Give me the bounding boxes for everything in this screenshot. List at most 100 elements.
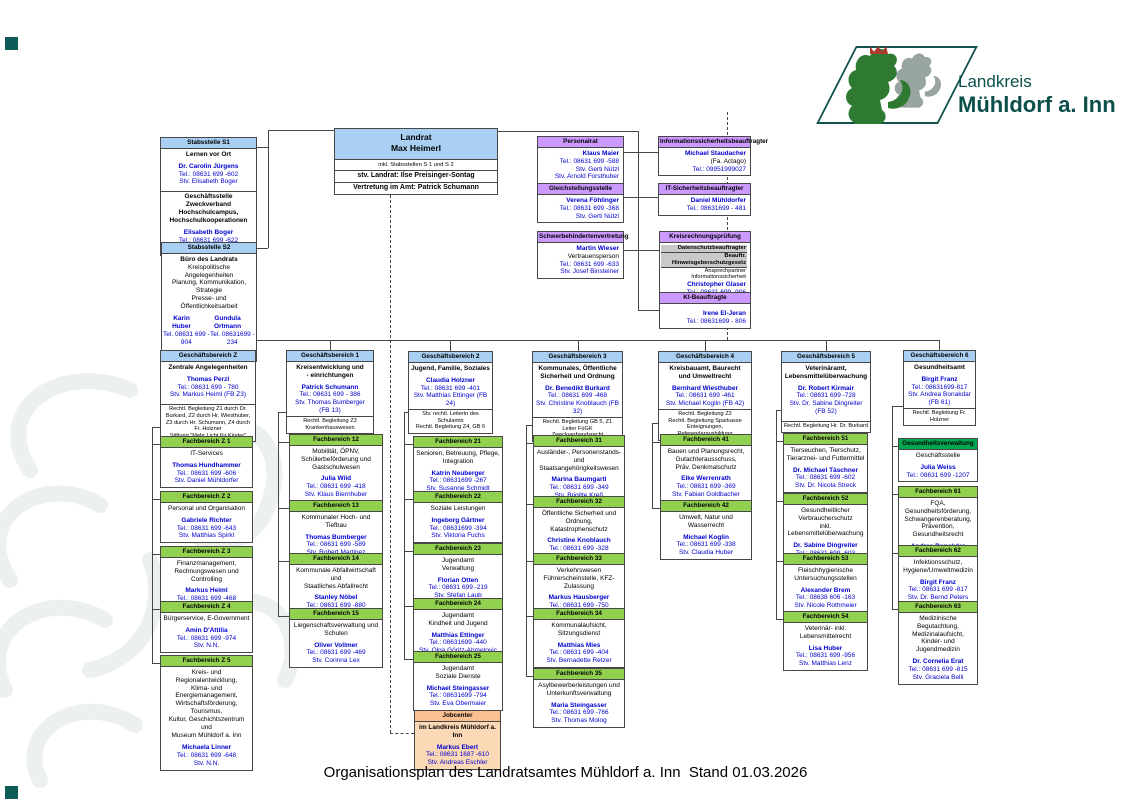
connector-line bbox=[278, 442, 289, 443]
connector-line bbox=[404, 659, 413, 660]
box-line: Schülerbeförderung und bbox=[301, 455, 371, 463]
box-line: Gastschulwesen bbox=[312, 463, 360, 471]
spacer bbox=[162, 186, 255, 190]
box-subtitle: Max Heimerl bbox=[390, 143, 442, 154]
box-line: Markus Ebert bbox=[436, 743, 479, 751]
divider bbox=[903, 408, 976, 410]
spacer bbox=[783, 416, 869, 420]
box-body: Ausländer-, Personenstands-und Staatsang… bbox=[534, 447, 624, 503]
box-line: Daniel Mühldorfer bbox=[690, 196, 746, 204]
divider bbox=[658, 409, 752, 411]
box-line: Tel.: 08631699 -794 bbox=[429, 692, 487, 700]
box-title: Fachbereich 63 bbox=[915, 603, 961, 610]
box-line: Dr. Sabine Dingreiter bbox=[793, 542, 858, 550]
box-line: Stv. Bernadette Retzer bbox=[546, 657, 612, 665]
box-title: Landrat bbox=[400, 132, 432, 142]
box-header: Jobcenter bbox=[415, 711, 500, 722]
box-line: Rechtl. Begleitung Fr. Holzner bbox=[912, 410, 967, 423]
box-title: Fachbereich 12 bbox=[313, 436, 359, 443]
box-line: Elke Werrenrath bbox=[681, 475, 731, 483]
box-header: Fachbereich 53 bbox=[784, 554, 867, 565]
connector-line bbox=[638, 131, 639, 310]
box-title: KI-Beauftragte bbox=[683, 294, 727, 301]
box-line-text: Tel. 08631699 - 234 bbox=[209, 330, 255, 346]
box-line: Veterinäramt, bbox=[805, 364, 847, 372]
box-header: Fachbereich 35 bbox=[534, 669, 624, 680]
box-header: Fachbereich 33 bbox=[534, 554, 624, 565]
box-line: Tel.: 08631699-817 bbox=[911, 383, 968, 391]
box-header: Fachbereich Z 1 bbox=[161, 437, 252, 448]
box-line: Leiter FüGK bbox=[562, 425, 593, 432]
box-line: Tel.: 08638 606 -163 bbox=[795, 594, 856, 602]
box-line: Jugendamt bbox=[441, 556, 475, 564]
box-line: Tel.: 08631 699 - 386 bbox=[299, 391, 361, 399]
connector-line bbox=[727, 112, 728, 340]
box-line: Rechtl. Begleitung Z2 bbox=[678, 411, 732, 418]
box-line: Mobilität, ÖPNV, bbox=[312, 447, 360, 455]
box-header: Fachbereich 54 bbox=[784, 612, 867, 623]
box-line: Birgit Franz bbox=[921, 375, 958, 383]
box-line: Tel.: 08631 699 -461 bbox=[675, 392, 735, 400]
box-header: Fachbereich 34 bbox=[534, 609, 624, 620]
divider bbox=[160, 191, 257, 193]
connector-line bbox=[257, 248, 268, 249]
box-line: Markus Hausberger bbox=[548, 594, 610, 602]
box-title: Gleichstellungsstelle bbox=[549, 185, 612, 192]
box-title: Fachbereich Z 2 bbox=[182, 493, 231, 500]
org-box-fb12: Fachbereich 12 Mobilität, ÖPNV,Schülerbef… bbox=[289, 434, 383, 503]
lion-crest-icon bbox=[846, 46, 942, 124]
box-line: Untersuchungsstellen bbox=[794, 574, 857, 582]
box-line: Katrin Neuberger bbox=[431, 469, 485, 477]
box-line: Stv. N.N. bbox=[193, 759, 220, 767]
box-header: Fachbereich 51 bbox=[784, 434, 867, 445]
box-title: Fachbereich 31 bbox=[556, 437, 602, 444]
box-line: Tel.: 08631 699 -633 bbox=[559, 260, 619, 268]
box-line: Klima- und Energiemanagement, bbox=[175, 684, 238, 700]
box-line: Schwangerenberatung, Prävention, bbox=[904, 515, 972, 531]
box-line: Verwaltung bbox=[441, 564, 475, 572]
box-line: Stv. Susanne Schmidt bbox=[426, 485, 490, 493]
box-line: Stv. N.N. bbox=[193, 642, 220, 650]
box-line: Rechtl. Begleitung Z1 durch Dr. Burkard,… bbox=[165, 406, 251, 433]
box-line: Rechtl. Begleitung Sparkasse bbox=[668, 417, 742, 424]
box-line: Tel.: 08631 699 -648 bbox=[176, 751, 237, 759]
connector-line bbox=[776, 441, 783, 442]
box-line: FQA, Gesundheitsförderung, bbox=[904, 499, 972, 515]
box-title: Geschäftsbereich 2 bbox=[421, 353, 480, 360]
box-line: Stv. Claudia Huber bbox=[678, 549, 734, 557]
box-header: Schwerbehindertenvertretung bbox=[538, 232, 629, 243]
box-line: Bauen und Planungsrecht, bbox=[667, 447, 745, 455]
box-line: Gesundheitsamt bbox=[914, 363, 965, 371]
box-line: Tel.: 08631699 - 481 bbox=[686, 204, 746, 212]
box-title: Geschäftsbereich Z bbox=[178, 352, 238, 359]
box-header: Geschäftsbereich Z bbox=[161, 351, 255, 362]
box-header: Geschäftsbereich 5 bbox=[782, 352, 870, 363]
logo-line2: Mühldorf a. Inn bbox=[958, 91, 1116, 117]
box-title: Fachbereich Z 4 bbox=[182, 603, 231, 610]
box-line: Kreisentwicklung und bbox=[296, 363, 364, 371]
box-title: Fachbereich 54 bbox=[802, 613, 849, 620]
divider bbox=[334, 181, 498, 183]
box-title: Fachbereich 22 bbox=[435, 493, 481, 500]
box-title: Fachbereich 33 bbox=[556, 555, 602, 562]
box-title: Fachbereich 13 bbox=[313, 502, 359, 509]
connector-line bbox=[390, 733, 414, 734]
box-line: Ausländer-, Personenstands- bbox=[536, 448, 622, 456]
